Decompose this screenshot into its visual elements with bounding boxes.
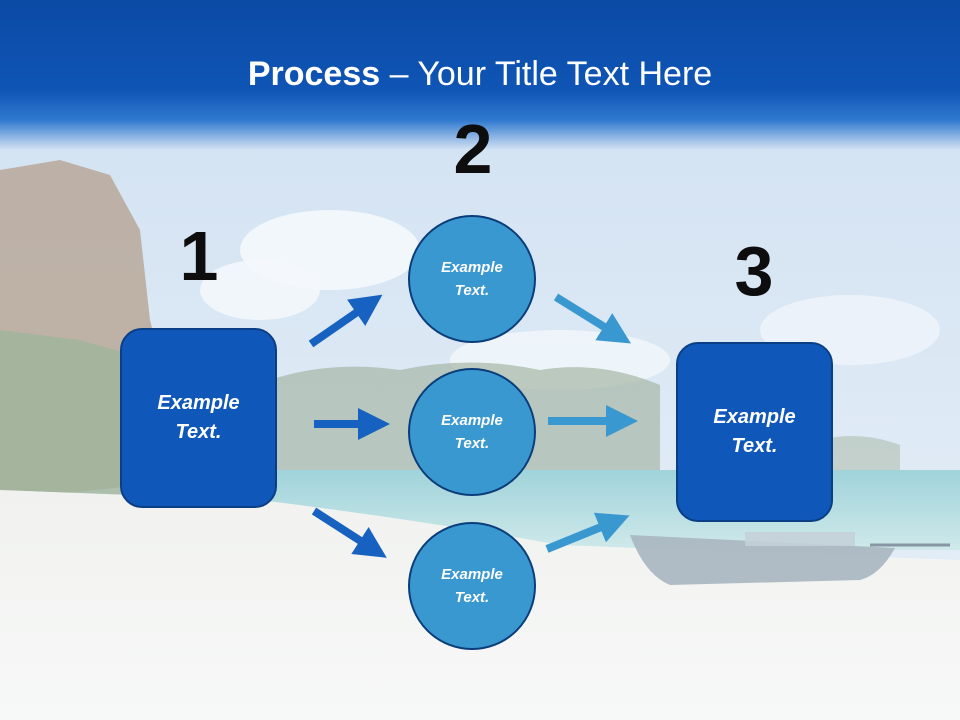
title-rest: – Your Title Text Here [380, 55, 713, 93]
circle-bottom: Example Text. [408, 522, 536, 650]
arrow-right-down-icon [553, 293, 631, 344]
step-3-box: Example Text. [676, 342, 833, 522]
arrow-right-up-icon [308, 294, 383, 348]
title-bar [0, 0, 960, 150]
step-number-3: 3 [734, 232, 774, 310]
title-bold: Process [247, 55, 381, 93]
step-number-2: 2 [453, 110, 493, 188]
arrow-right-up-icon [545, 512, 630, 553]
arrow-right-down-icon [311, 507, 387, 558]
step-1-box: Example Text. [120, 328, 277, 508]
slide-title: Process – Your Title Text Here [0, 52, 960, 96]
circle-top: Example Text. [408, 215, 536, 343]
circle-middle: Example Text. [408, 368, 536, 496]
step-number-1: 1 [179, 217, 219, 295]
